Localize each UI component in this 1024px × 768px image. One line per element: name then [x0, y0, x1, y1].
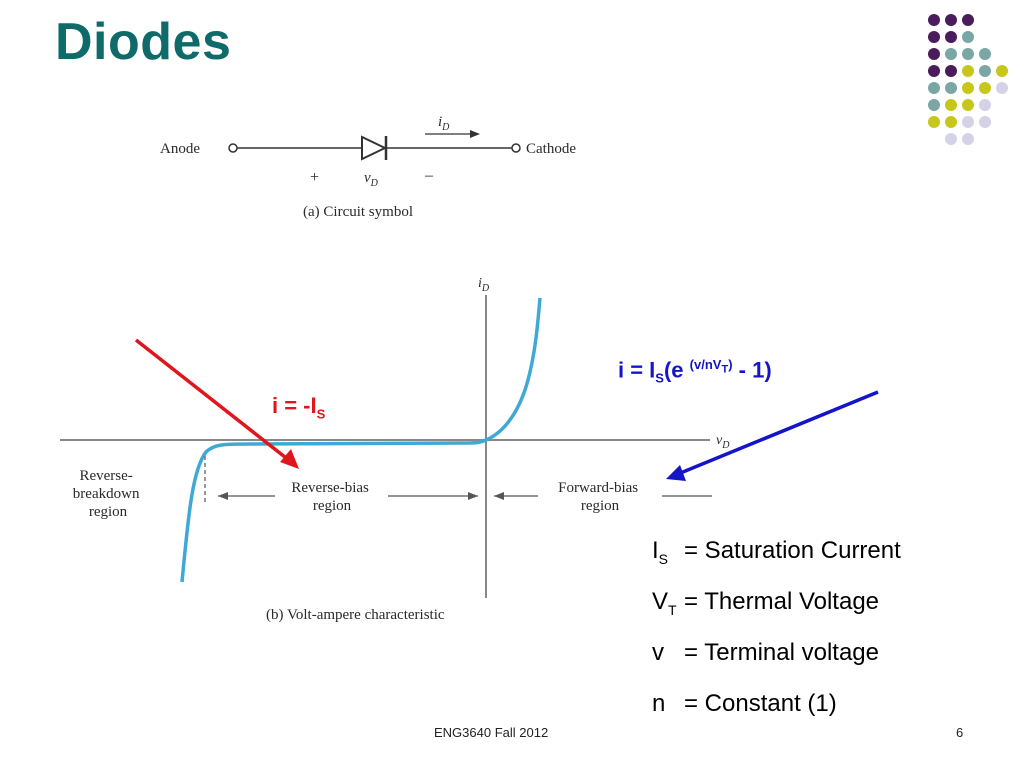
- cathode-terminal: [511, 143, 521, 153]
- decor-dot: [928, 48, 940, 60]
- current-arrowhead-icon: [470, 130, 480, 138]
- plus-sign: +: [310, 169, 319, 186]
- decor-dot: [945, 82, 957, 94]
- decor-dot: [928, 14, 940, 26]
- axis-label-id: iD: [478, 276, 490, 294]
- decor-dot: [945, 48, 957, 60]
- decor-dot: [979, 116, 991, 128]
- decor-dot: [945, 99, 957, 111]
- arrowhead-icon: [494, 492, 504, 500]
- decor-dot: [962, 133, 974, 145]
- reverse-eq-subscript: S: [316, 406, 326, 422]
- decor-dot: [996, 65, 1008, 77]
- forward-eq-exponent: (v/nVT): [689, 357, 733, 376]
- decor-dot: [945, 116, 957, 128]
- decor-dot: [996, 82, 1008, 94]
- variable-legend: IS = Saturation Current VT = Thermal Vol…: [652, 537, 901, 741]
- forward-eq-subscript: S: [655, 370, 664, 386]
- axis-label-vd: vD: [716, 433, 730, 451]
- decor-dot: [962, 65, 974, 77]
- decor-dot: [945, 14, 957, 26]
- decor-dot: [945, 133, 957, 145]
- decor-dot: [962, 99, 974, 111]
- decor-dot: [928, 116, 940, 128]
- reverse-annotation-arrow: [134, 338, 292, 463]
- page-number: 6: [956, 725, 964, 740]
- decor-dot: [979, 99, 991, 111]
- decor-dot: [962, 14, 974, 26]
- decor-dot: [945, 31, 957, 43]
- decor-dot: [962, 48, 974, 60]
- legend-symbol: VT: [652, 588, 677, 618]
- legend-description: = Constant (1): [684, 690, 837, 717]
- decor-dot: [962, 82, 974, 94]
- legend-description: = Thermal Voltage: [684, 588, 880, 615]
- forward-current-equation: i = IS(e (v/nVT) - 1): [618, 357, 772, 386]
- legend-description: = Terminal voltage: [684, 639, 879, 666]
- voltage-label: vD: [364, 170, 379, 189]
- reverse-current-equation: i = -IS: [272, 393, 325, 421]
- minus-sign: –: [424, 167, 434, 184]
- forward-eq-text: i = I: [618, 357, 656, 383]
- circuit-symbol-diagram: Anode Cathode iD + vD – (a) Circuit symb…: [160, 114, 576, 220]
- exponent-close: ): [728, 357, 733, 372]
- circuit-caption: (a) Circuit symbol: [303, 204, 413, 220]
- decor-dot: [945, 65, 957, 77]
- legend-symbol: IS: [652, 537, 669, 567]
- decor-dot: [962, 31, 974, 43]
- decor-dot: [928, 82, 940, 94]
- legend-row: VT = Thermal Voltage: [652, 588, 901, 639]
- diode-icon: [361, 135, 388, 161]
- forward-annotation-arrow: [677, 390, 879, 476]
- arrowhead-icon: [218, 492, 228, 500]
- forward-eq-open: (e: [663, 357, 690, 383]
- decor-dot: [928, 99, 940, 111]
- legend-row: n = Constant (1): [652, 690, 901, 741]
- footer-course: ENG3640 Fall 2012: [434, 725, 549, 740]
- legend-symbol: v: [652, 639, 664, 666]
- legend-row: IS = Saturation Current: [652, 537, 901, 588]
- decor-dot: [979, 65, 991, 77]
- legend-row: v = Terminal voltage: [652, 639, 901, 690]
- decor-dot: [928, 65, 940, 77]
- legend-symbol: n: [652, 690, 666, 717]
- forward-eq-close: - 1): [732, 357, 772, 383]
- arrowhead-icon: [468, 492, 478, 500]
- slide-title: Diodes: [55, 13, 232, 71]
- exponent-subscript: T: [721, 363, 729, 376]
- reverse-eq-text: i = -I: [272, 393, 317, 418]
- decorative-dot-grid: [928, 14, 1018, 145]
- reverse-breakdown-label: Reverse- breakdown region: [73, 468, 143, 520]
- red-arrowhead-icon: [280, 449, 299, 469]
- blue-arrowhead-icon: [666, 465, 686, 481]
- exponent-text: (v/nV: [689, 357, 722, 372]
- forward-bias-label: Forward-bias region: [558, 480, 642, 514]
- diode-iv-curve: [180, 297, 542, 583]
- va-caption: (b) Volt-ampere characteristic: [266, 607, 445, 623]
- decor-dot: [962, 116, 974, 128]
- current-label: iD: [438, 114, 450, 133]
- anode-label: Anode: [160, 141, 200, 157]
- reverse-bias-label: Reverse-bias region: [291, 480, 372, 514]
- legend-description: = Saturation Current: [684, 537, 901, 564]
- decor-dot: [979, 82, 991, 94]
- decor-dot: [979, 48, 991, 60]
- decor-dot: [928, 31, 940, 43]
- cathode-label: Cathode: [526, 141, 576, 157]
